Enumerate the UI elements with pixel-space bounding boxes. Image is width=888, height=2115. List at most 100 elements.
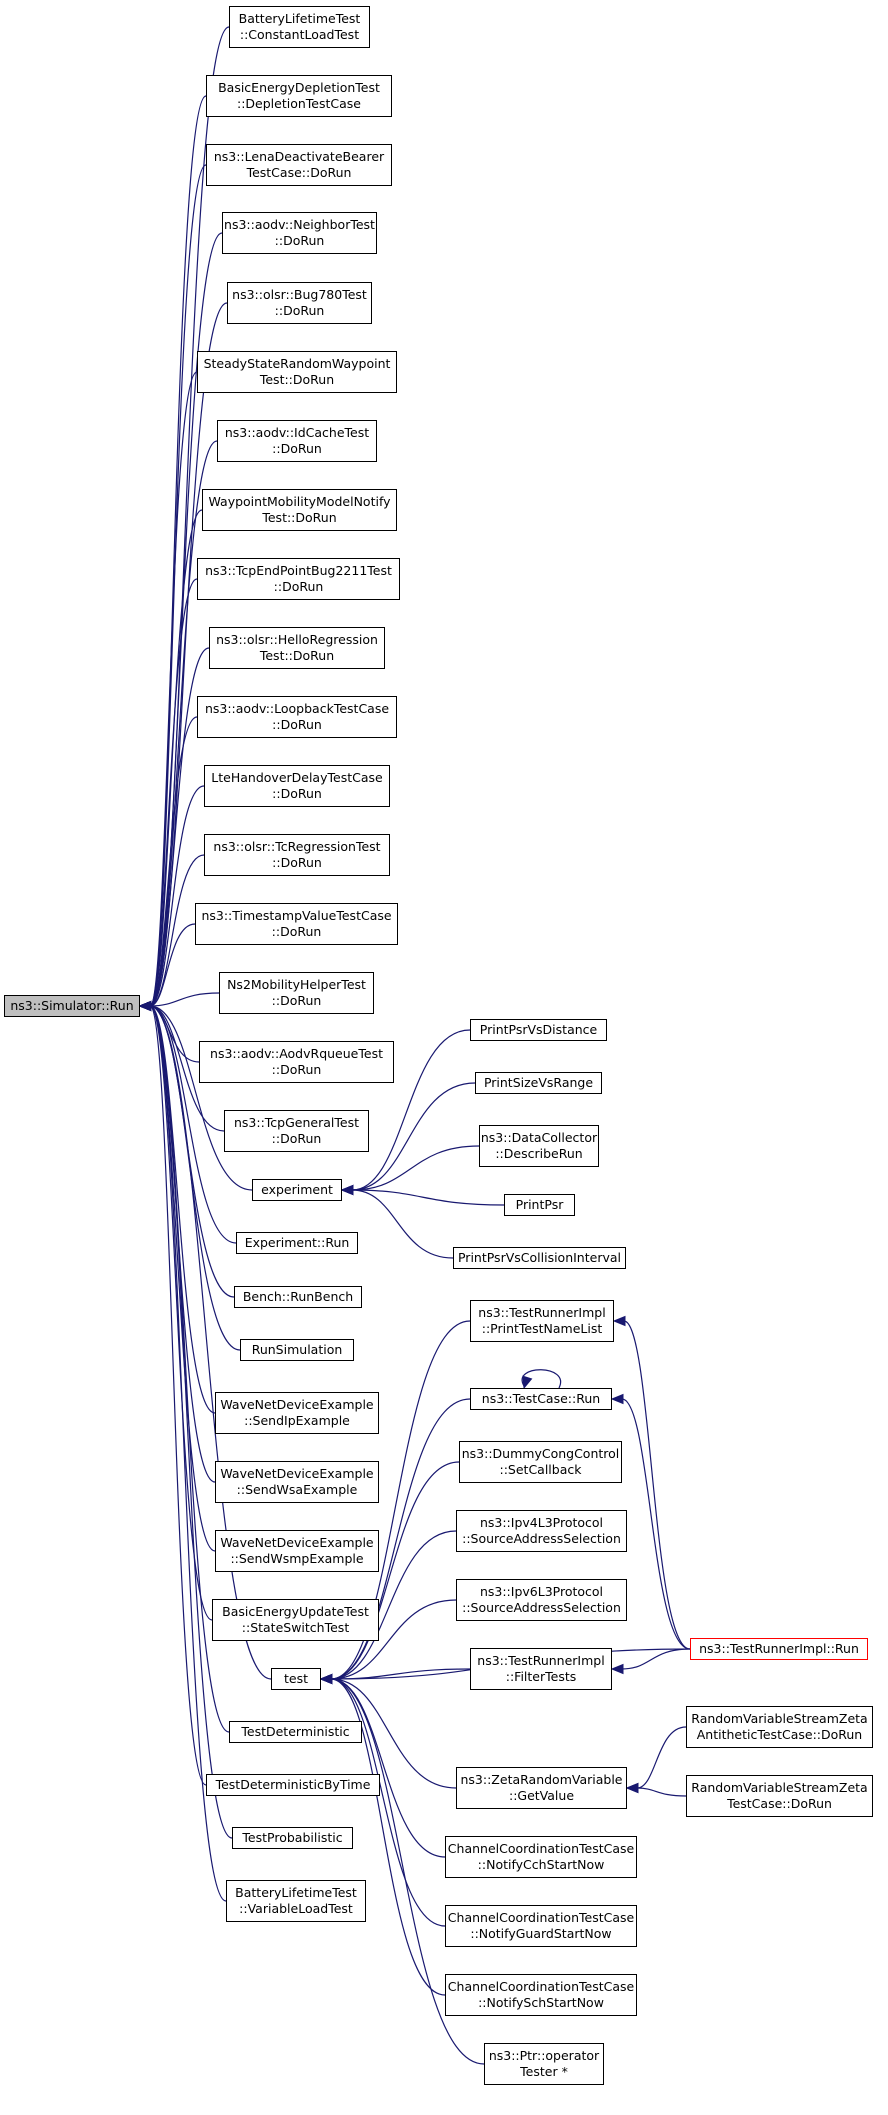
node-print-psr-vs-distance[interactable]: PrintPsrVsDistance (470, 1019, 607, 1041)
node-label-line2: ::GetValue (508, 1788, 575, 1803)
node-channel-coord-sch[interactable]: ChannelCoordinationTestCase ::NotifySchS… (445, 1974, 637, 2016)
node-label-line2: ::DoRun (272, 786, 322, 801)
node-label-line2: ::FilterTests (505, 1669, 577, 1684)
node-print-size-vs-range[interactable]: PrintSizeVsRange (475, 1072, 602, 1094)
node-label: PrintPsrVsDistance (479, 1022, 598, 1037)
node-label-line2: ::VariableLoadTest (239, 1901, 353, 1916)
node-experiment[interactable]: experiment (252, 1179, 342, 1201)
edge-tcrun-to-tcrun-arrowhead (522, 1375, 533, 1390)
edge-ptr-to-test (330, 1678, 485, 2065)
edge-trprun-to-tcrun-arrowhead (610, 1393, 624, 1405)
edge-n15-to-root (149, 992, 220, 1007)
node-label-line1: WaveNetDeviceExample (220, 1535, 374, 1550)
node-label: TestProbabilistic (242, 1830, 343, 1845)
node-label: PrintSizeVsRange (483, 1075, 594, 1090)
edge-trprun-to-trptnl-arrowhead (612, 1315, 626, 1327)
node-label-line1: ns3::aodv::LoopbackTestCase (204, 701, 390, 716)
node-aodv-rqueue[interactable]: ns3::aodv::AodvRqueueTest ::DoRun (199, 1041, 394, 1083)
node-lte-handover-delay[interactable]: LteHandoverDelayTestCase ::DoRun (204, 765, 390, 807)
node-test-runner-print-name-list[interactable]: ns3::TestRunnerImpl ::PrintTestNameList (470, 1300, 614, 1342)
node-label-line1: ns3::DummyCongControl (461, 1446, 620, 1461)
node-test-deterministic[interactable]: TestDeterministic (229, 1721, 362, 1743)
node-ptr-operator-tester[interactable]: ns3::Ptr::operator Tester * (484, 2043, 604, 2085)
node-label-line1: ns3::TestRunnerImpl (478, 1305, 606, 1320)
node-tcp-general-test[interactable]: ns3::TcpGeneralTest ::DoRun (224, 1110, 369, 1152)
node-tcp-endpoint-bug2211[interactable]: ns3::TcpEndPointBug2211Test ::DoRun (197, 558, 400, 600)
node-rvs-zeta-antithetic[interactable]: RandomVariableStreamZeta AntitheticTestC… (686, 1706, 873, 1748)
node-timestamp-value[interactable]: ns3::TimestampValueTestCase ::DoRun (195, 903, 398, 945)
node-bench-runbench[interactable]: Bench::RunBench (234, 1286, 362, 1308)
node-label-line1: ns3::Ptr::operator (488, 2048, 600, 2063)
node-battery-variable-load[interactable]: BatteryLifetimeTest ::VariableLoadTest (226, 1880, 366, 1922)
node-ipv4-source-address[interactable]: ns3::Ipv4L3Protocol ::SourceAddressSelec… (456, 1510, 627, 1552)
node-ns2-mobility-helper[interactable]: Ns2MobilityHelperTest ::DoRun (219, 972, 374, 1014)
node-olsr-hello-regression[interactable]: ns3::olsr::HelloRegression Test::DoRun (209, 627, 385, 669)
node-olsr-tc-regression[interactable]: ns3::olsr::TcRegressionTest ::DoRun (204, 834, 390, 876)
node-run-simulation[interactable]: RunSimulation (240, 1339, 354, 1361)
node-label-line2: ::DoRun (271, 993, 322, 1008)
edge-zeta-to-test (330, 1678, 457, 1789)
node-experiment-run[interactable]: Experiment::Run (236, 1232, 358, 1254)
node-rvs-zeta-testcase[interactable]: RandomVariableStreamZeta TestCase::DoRun (686, 1775, 873, 1817)
node-aodv-loopback[interactable]: ns3::aodv::LoopbackTestCase ::DoRun (197, 696, 397, 738)
node-label-line2: ::DoRun (271, 924, 322, 939)
node-wave-send-ip[interactable]: WaveNetDeviceExample ::SendIpExample (215, 1392, 379, 1434)
node-label: test (283, 1671, 308, 1686)
node-label-line1: ns3::DataCollector (480, 1130, 598, 1145)
node-test-case-run[interactable]: ns3::TestCase::Run (470, 1388, 612, 1410)
node-label-line1: ns3::olsr::Bug780Test (232, 287, 367, 302)
node-test-probabilistic[interactable]: TestProbabilistic (232, 1827, 353, 1849)
node-waypoint-mobility-notify[interactable]: WaypointMobilityModelNotify Test::DoRun (202, 489, 397, 531)
node-print-psr[interactable]: PrintPsr (504, 1194, 575, 1216)
node-print-psr-vs-collision[interactable]: PrintPsrVsCollisionInterval (453, 1247, 626, 1269)
edge-cc3-to-test (330, 1678, 446, 1996)
edge-rvszt-to-zeta (636, 1787, 687, 1797)
node-aodv-neighbor-test[interactable]: ns3::aodv::NeighborTest ::DoRun (222, 212, 377, 254)
edge-ppci-to-experiment (351, 1189, 454, 1259)
node-data-collector-describe-run[interactable]: ns3::DataCollector ::DescribeRun (479, 1125, 599, 1167)
node-label: Experiment::Run (244, 1235, 350, 1250)
node-label-line1: ChannelCoordinationTestCase (447, 1979, 635, 1994)
node-zeta-random-variable[interactable]: ns3::ZetaRandomVariable ::GetValue (456, 1767, 627, 1809)
edge-ppd-to-experiment (351, 1029, 471, 1191)
node-wave-send-wsa[interactable]: WaveNetDeviceExample ::SendWsaExample (215, 1461, 379, 1503)
node-battery-constant-load[interactable]: BatteryLifetimeTest ::ConstantLoadTest (229, 6, 370, 48)
edge-ppci-to-experiment-arrowhead (340, 1184, 354, 1196)
node-label: RunSimulation (251, 1342, 343, 1357)
node-label-line1: ns3::aodv::NeighborTest (224, 217, 375, 232)
node-label-line2: ::SourceAddressSelection (462, 1531, 621, 1546)
node-aodv-idcache-test[interactable]: ns3::aodv::IdCacheTest ::DoRun (217, 420, 377, 462)
node-test-deterministic-by-time[interactable]: TestDeterministicByTime (206, 1774, 380, 1796)
node-label-line1: WaveNetDeviceExample (220, 1466, 374, 1481)
edge-trptnl-to-test (330, 1320, 471, 1680)
edge-rvsza-to-zeta (636, 1726, 687, 1789)
node-channel-coord-cch[interactable]: ChannelCoordinationTestCase ::NotifyCchS… (445, 1836, 637, 1878)
node-label-line2: ::PrintTestNameList (481, 1321, 603, 1336)
node-test-runner-filter-tests[interactable]: ns3::TestRunnerImpl ::FilterTests (470, 1648, 612, 1690)
node-label-line1: RandomVariableStreamZeta (691, 1780, 868, 1795)
node-label-line2: AntitheticTestCase::DoRun (696, 1727, 863, 1742)
node-label-line2: ::ConstantLoadTest (239, 27, 360, 42)
node-label-line1: ns3::TcpEndPointBug2211Test (205, 563, 392, 578)
node-channel-coord-guard[interactable]: ChannelCoordinationTestCase ::NotifyGuar… (445, 1905, 637, 1947)
node-label-line2: Test::DoRun (259, 648, 335, 663)
node-ipv6-source-address[interactable]: ns3::Ipv6L3Protocol ::SourceAddressSelec… (456, 1579, 627, 1621)
node-steady-state-waypoint[interactable]: SteadyStateRandomWaypoint Test::DoRun (197, 351, 397, 393)
edge-experiment-to-root (149, 1005, 253, 1191)
node-test-runner-run[interactable]: ns3::TestRunnerImpl::Run (690, 1638, 868, 1660)
node-lena-deactivate-bearer[interactable]: ns3::LenaDeactivateBearer TestCase::DoRu… (206, 144, 392, 186)
node-dummy-cong-control[interactable]: ns3::DummyCongControl ::SetCallback (459, 1441, 622, 1483)
node-basic-energy-depletion[interactable]: BasicEnergyDepletionTest ::DepletionTest… (206, 75, 392, 117)
node-wave-send-wsmp[interactable]: WaveNetDeviceExample ::SendWsmpExample (215, 1530, 379, 1572)
node-label-line1: ns3::LenaDeactivateBearer (213, 149, 385, 164)
node-label: ns3::TestRunnerImpl::Run (699, 1641, 859, 1656)
node-olsr-bug780[interactable]: ns3::olsr::Bug780Test ::DoRun (227, 282, 372, 324)
node-label-line2: ::DoRun (273, 579, 324, 594)
node-label-line2: ::DoRun (271, 1062, 322, 1077)
node-label: Bench::RunBench (242, 1289, 354, 1304)
node-label-line2: ::DoRun (272, 855, 322, 870)
node-basic-energy-update[interactable]: BasicEnergyUpdateTest ::StateSwitchTest (212, 1599, 379, 1641)
edge-rvszt-to-zeta-arrowhead (625, 1782, 639, 1794)
node-test[interactable]: test (271, 1668, 321, 1690)
